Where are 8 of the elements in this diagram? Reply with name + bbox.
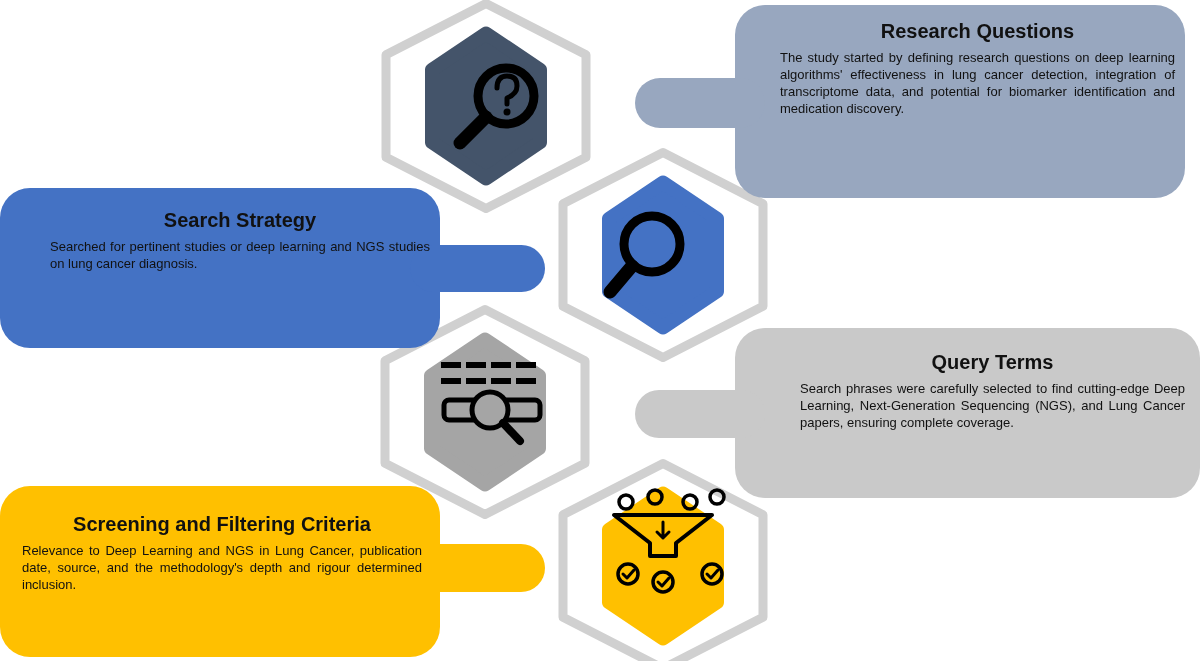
panel-text: Relevance to Deep Learning and NGS in Lung Cancer, publication date, source, and the methodology's depth and rigour determined inclusion. (22, 542, 422, 593)
panel-text: Search phrases were carefully selected to find cutting-edge Deep Learning, Next-Generation Sequencing (NGS), and Lung Cancer papers, ensuring complete coverage. (800, 380, 1185, 431)
panel-text: The study started by defining research questions on deep learning algorithms' effectiveness in lung cancer detection, integration of transcriptome data, and potential for biomarker identification and medication discovery. (780, 49, 1175, 117)
panel-text: Searched for pertinent studies or deep learning and NGS studies on lung cancer diagnosis. (50, 238, 430, 272)
panel-heading: Research Questions (879, 19, 1076, 43)
panel-heading: Screening and Filtering Criteria (72, 512, 372, 536)
panel-heading: Search Strategy (162, 208, 318, 232)
panel-heading: Query Terms (930, 350, 1055, 374)
